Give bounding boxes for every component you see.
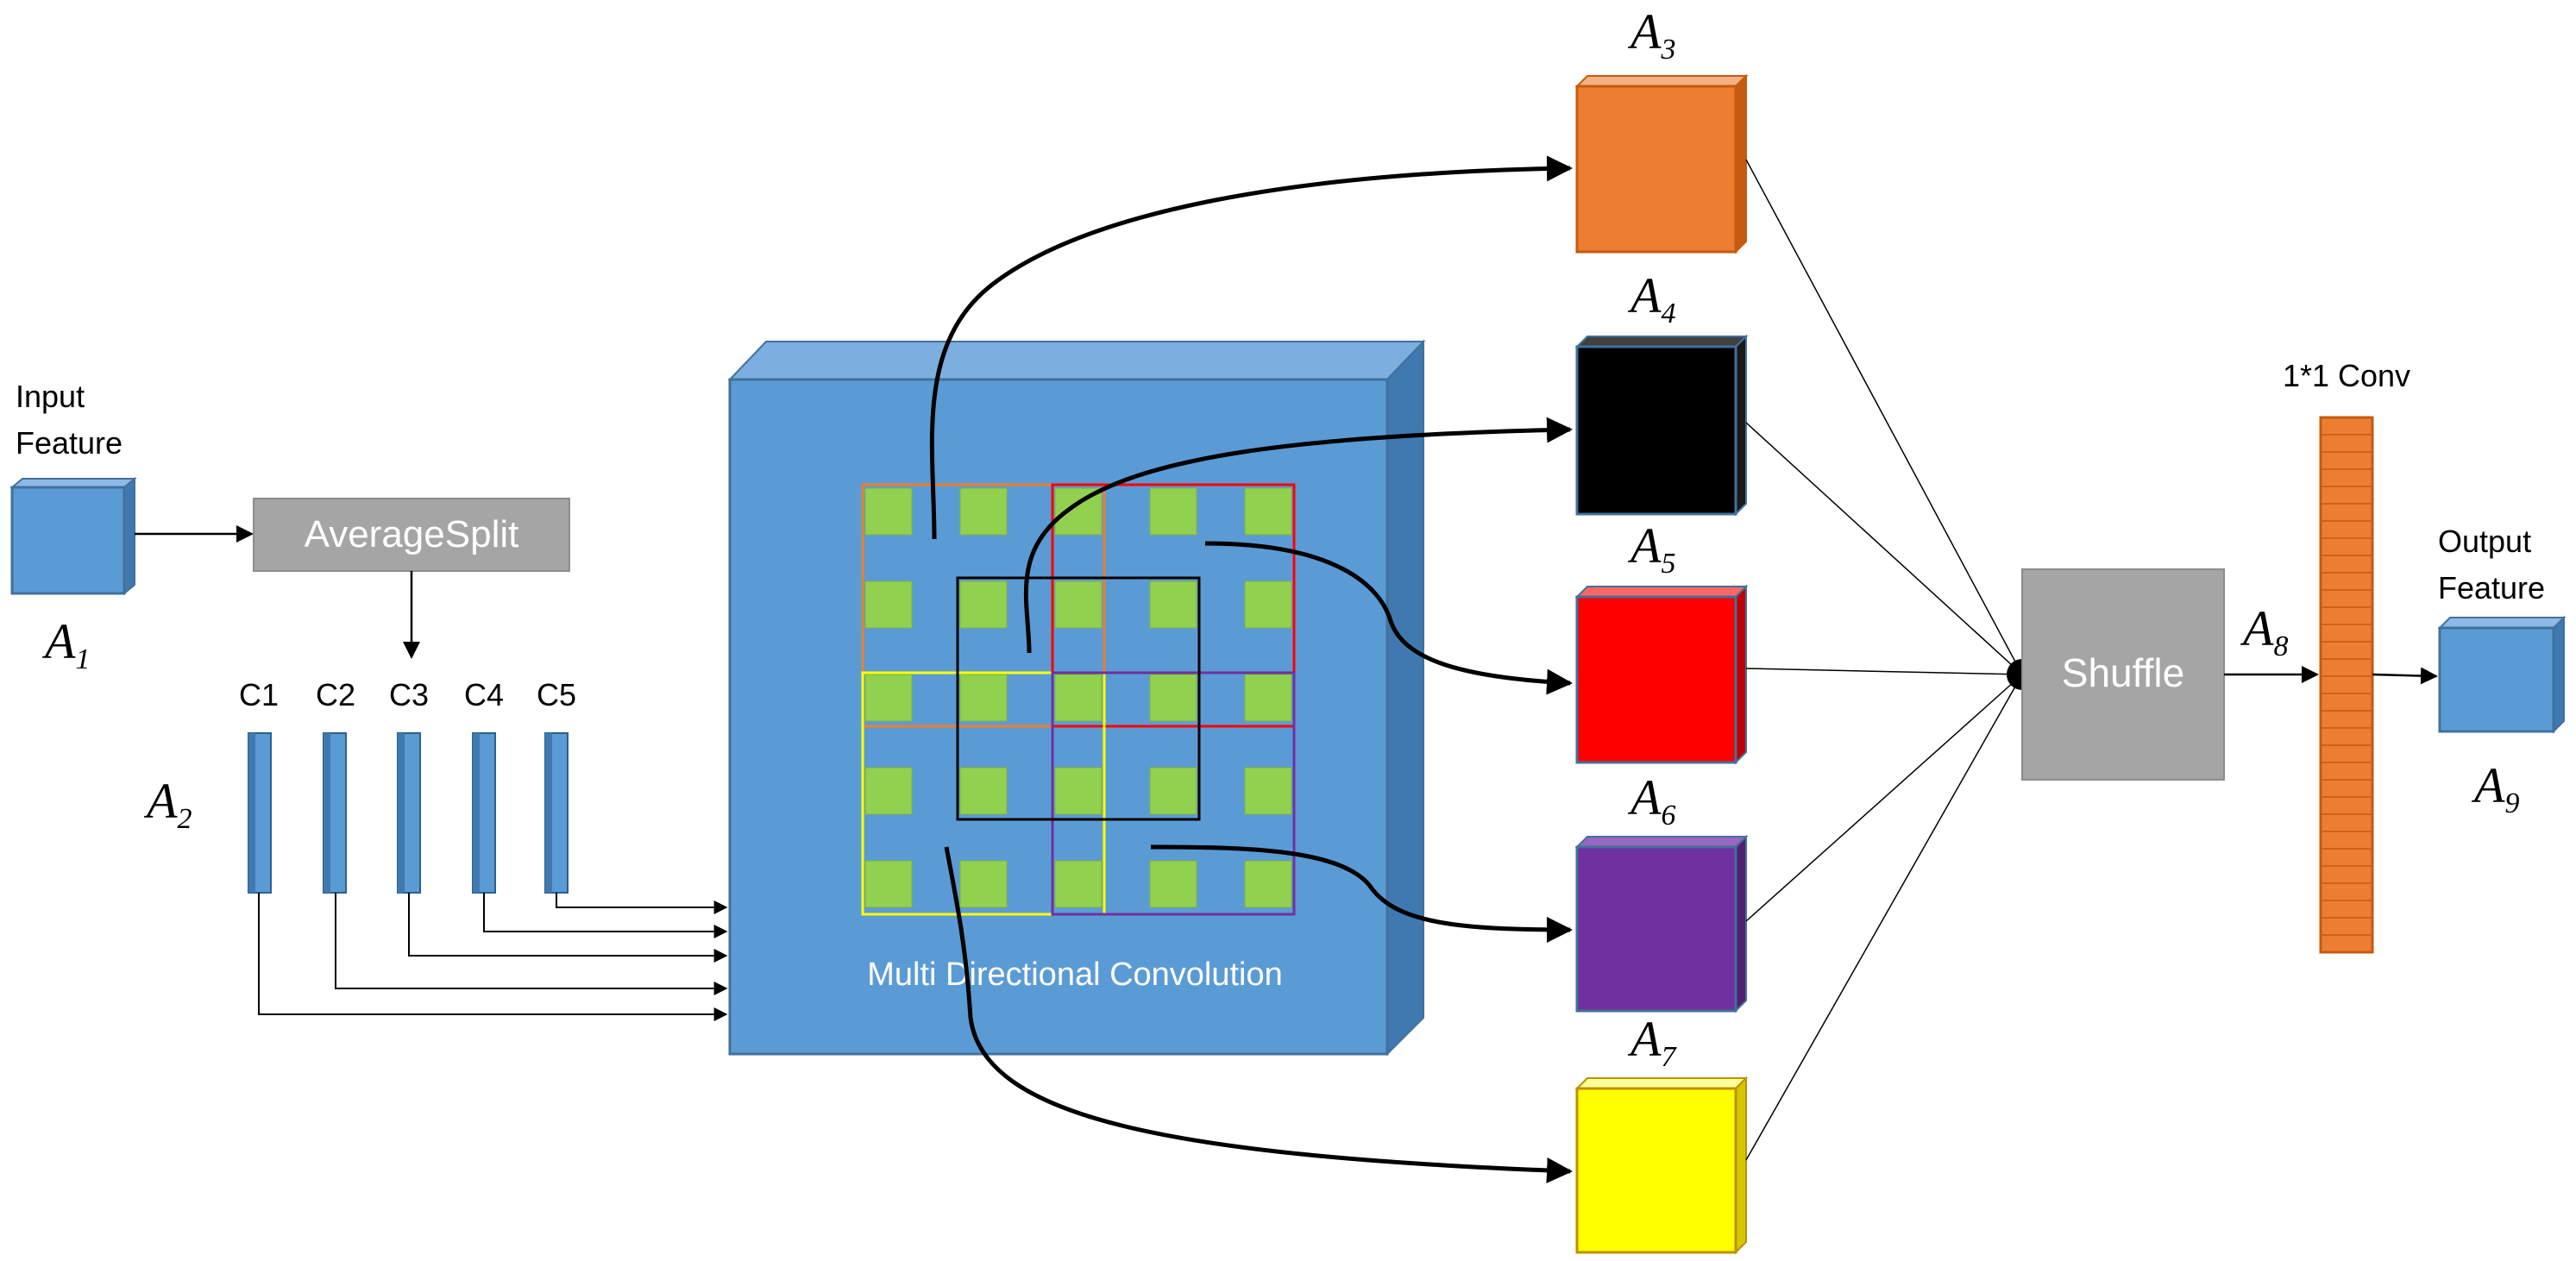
channel-label-c3: C3: [389, 677, 429, 712]
channel-bar-c4: [472, 732, 496, 894]
a6-symbol: A6: [1627, 769, 1675, 831]
arrow-conv-to-output: [2372, 667, 2438, 685]
a7-symbol: A7: [1627, 1011, 1677, 1073]
a3-symbol: A3: [1627, 3, 1675, 66]
average-split-block: AverageSplit: [253, 498, 570, 572]
output-feature: Output Feature A9: [2437, 524, 2567, 819]
branch-a7: A7: [1574, 1011, 1749, 1255]
branch-a5: A5: [1574, 518, 1749, 765]
channel-bar-c3: [397, 732, 421, 894]
channel-label-c2: C2: [316, 677, 355, 712]
window-purple: [1051, 671, 1296, 916]
channel-bar-c1: [248, 732, 272, 894]
channel-label-c1: C1: [239, 677, 279, 712]
a9-symbol: A9: [2471, 757, 2519, 819]
channel-group: C1 C2 C3 C4 C5: [239, 677, 576, 894]
shuffle-block: Shuffle: [2021, 568, 2225, 781]
a4-symbol: A4: [1627, 267, 1675, 329]
window-orange: [861, 483, 1106, 728]
window-black: [956, 576, 1201, 821]
input-feature-cube: [9, 476, 137, 596]
channel-bar-c2: [323, 732, 347, 894]
input-feature-label-line1: Input: [16, 379, 85, 414]
output-feature-label-line2: Feature: [2438, 570, 2545, 605]
channel-label-c5: C5: [537, 677, 576, 712]
branch-a3: A3: [1574, 3, 1749, 254]
conv-bar: [2319, 416, 2374, 954]
mdc-label: Multi Directional Convolution: [867, 957, 1283, 993]
average-split-label: AverageSplit: [305, 513, 519, 555]
input-feature: Input Feature A1: [9, 379, 137, 675]
channel-connectors: [258, 893, 728, 1021]
direction-windows: [861, 483, 1296, 916]
window-red: [1051, 483, 1296, 728]
window-yellow: [861, 671, 1106, 916]
input-feature-label-line2: Feature: [16, 425, 123, 461]
a8-symbol: A8: [2240, 600, 2288, 662]
output-feature-cube: [2437, 615, 2567, 734]
branch-a6: A6: [1574, 769, 1749, 1013]
merge-node: [2007, 659, 2022, 690]
branch-curves: [929, 155, 1573, 1183]
kernel-cells: [864, 487, 1292, 908]
channel-label-c4: C4: [464, 677, 504, 712]
channel-bar-c5: [544, 732, 569, 894]
branch-to-shuffle-lines: [1745, 159, 2023, 1161]
a1-symbol: A1: [41, 613, 90, 675]
a2-symbol: A2: [143, 773, 192, 835]
a5-symbol: A5: [1627, 518, 1675, 580]
branch-a4: A4: [1574, 267, 1749, 517]
conv-label: 1*1 Conv: [2283, 358, 2410, 393]
shuffle-label: Shuffle: [2062, 650, 2184, 695]
output-feature-label-line1: Output: [2438, 524, 2531, 559]
